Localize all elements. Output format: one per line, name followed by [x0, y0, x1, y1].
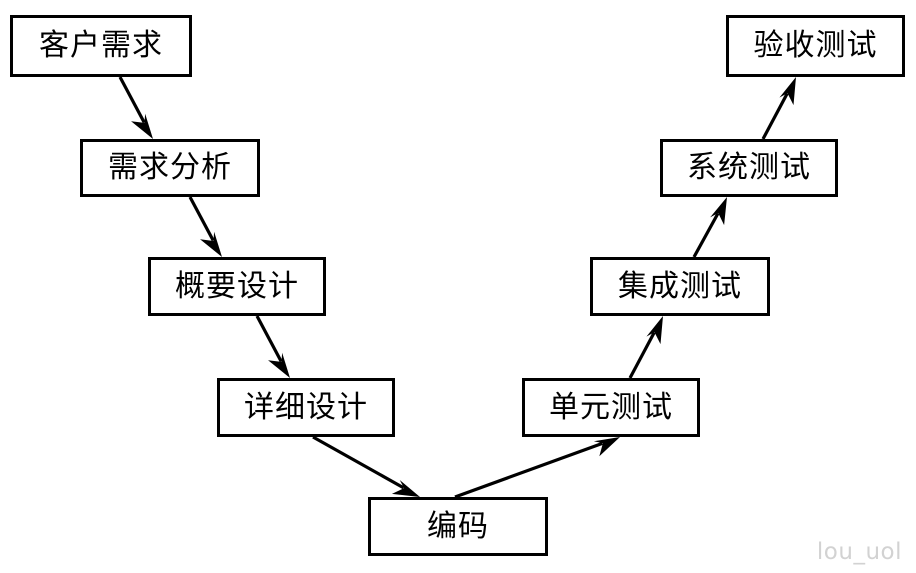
node-label-outline-design: 概要设计 [175, 268, 299, 304]
node-coding[interactable]: 编码 [368, 497, 548, 556]
edge-system-to-acceptance [761, 77, 796, 140]
node-integration-testing[interactable]: 集成测试 [590, 257, 770, 316]
node-label-integration-testing: 集成测试 [618, 268, 742, 304]
edge-outline-to-detailed [255, 315, 290, 378]
edge-detailed-to-coding-shaft [312, 435, 405, 490]
edge-customer-to-analysis [118, 76, 153, 139]
node-label-unit-testing: 单元测试 [549, 389, 673, 425]
node-acceptance-testing[interactable]: 验收测试 [726, 15, 905, 77]
edge-unit-to-integration-arrowhead [646, 316, 663, 345]
node-outline-design[interactable]: 概要设计 [148, 257, 326, 316]
node-system-testing[interactable]: 系统测试 [660, 139, 838, 197]
node-requirements-analysis[interactable]: 需求分析 [80, 139, 260, 197]
edge-coding-to-unit-arrowhead [593, 437, 620, 457]
edge-customer-to-analysis-arrowhead [131, 113, 153, 139]
edge-integration-to-system-arrowhead [710, 197, 727, 226]
edge-coding-to-unit-shaft [454, 441, 603, 499]
edge-system-to-acceptance-shaft [761, 92, 789, 140]
watermark: lou_uol [816, 539, 902, 565]
edge-unit-to-integration [628, 316, 663, 379]
edge-outline-to-detailed-shaft [255, 315, 283, 363]
edge-detailed-to-coding-arrowhead [391, 479, 420, 497]
node-unit-testing[interactable]: 单元测试 [522, 378, 700, 437]
edge-integration-to-system [692, 197, 727, 258]
node-detailed-design[interactable]: 详细设计 [217, 378, 395, 437]
edge-integration-to-system-shaft [692, 212, 720, 258]
node-label-requirements-analysis: 需求分析 [108, 150, 232, 185]
node-customer-requirements[interactable]: 客户需求 [10, 15, 192, 77]
node-label-coding: 编码 [427, 508, 489, 544]
node-label-acceptance-testing: 验收测试 [753, 28, 878, 63]
node-label-detailed-design: 详细设计 [244, 389, 368, 425]
edge-coding-to-unit [454, 437, 620, 499]
edge-system-to-acceptance-arrowhead [779, 77, 796, 106]
edge-analysis-to-outline-arrowhead [200, 231, 222, 257]
edge-outline-to-detailed-arrowhead [268, 352, 290, 378]
edge-detailed-to-coding [312, 435, 420, 497]
edge-analysis-to-outline [188, 196, 222, 257]
edge-unit-to-integration-shaft [628, 331, 656, 379]
node-label-system-testing: 系统测试 [687, 150, 811, 185]
edge-analysis-to-outline-shaft [188, 196, 215, 242]
edge-customer-to-analysis-shaft [118, 76, 146, 124]
node-label-customer-requirements: 客户需求 [39, 28, 163, 63]
